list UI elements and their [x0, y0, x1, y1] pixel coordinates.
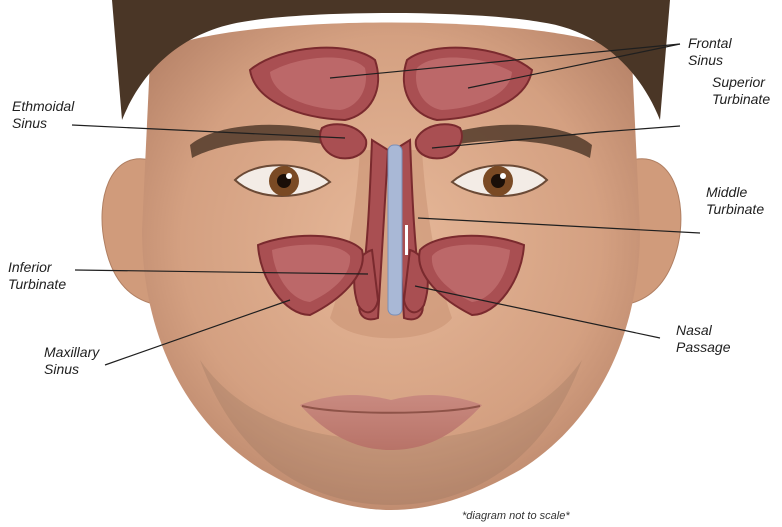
superior-turbinate-line1: Superior	[712, 74, 770, 91]
superior-turbinate-line2: Turbinate	[712, 91, 770, 108]
label-maxillary-sinus: Maxillary Sinus	[44, 344, 99, 378]
footnote: *diagram not to scale*	[462, 510, 570, 522]
maxillary-sinus-line1: Maxillary	[44, 344, 99, 361]
label-middle-turbinate: Middle Turbinate	[706, 184, 764, 218]
ethmoidal-sinus-line2: Sinus	[12, 115, 74, 132]
inferior-turbinate-line2: Turbinate	[8, 276, 66, 293]
label-ethmoidal-sinus: Ethmoidal Sinus	[12, 98, 74, 132]
label-inferior-turbinate: Inferior Turbinate	[8, 259, 66, 293]
ethmoidal-sinus-line1: Ethmoidal	[12, 98, 74, 115]
nasal-passage-line1: Nasal	[676, 322, 730, 339]
label-nasal-passage: Nasal Passage	[676, 322, 730, 356]
maxillary-sinus-line2: Sinus	[44, 361, 99, 378]
inferior-turbinate-line1: Inferior	[8, 259, 66, 276]
middle-turbinate-line2: Turbinate	[706, 201, 764, 218]
label-frontal-sinus: Frontal Sinus	[688, 35, 732, 69]
label-superior-turbinate: Superior Turbinate	[712, 74, 770, 108]
nasal-passage	[388, 145, 402, 315]
frontal-sinus-line2: Sinus	[688, 52, 732, 69]
middle-turbinate-line1: Middle	[706, 184, 764, 201]
nasal-passage-line2: Passage	[676, 339, 730, 356]
frontal-sinus-line1: Frontal	[688, 35, 732, 52]
